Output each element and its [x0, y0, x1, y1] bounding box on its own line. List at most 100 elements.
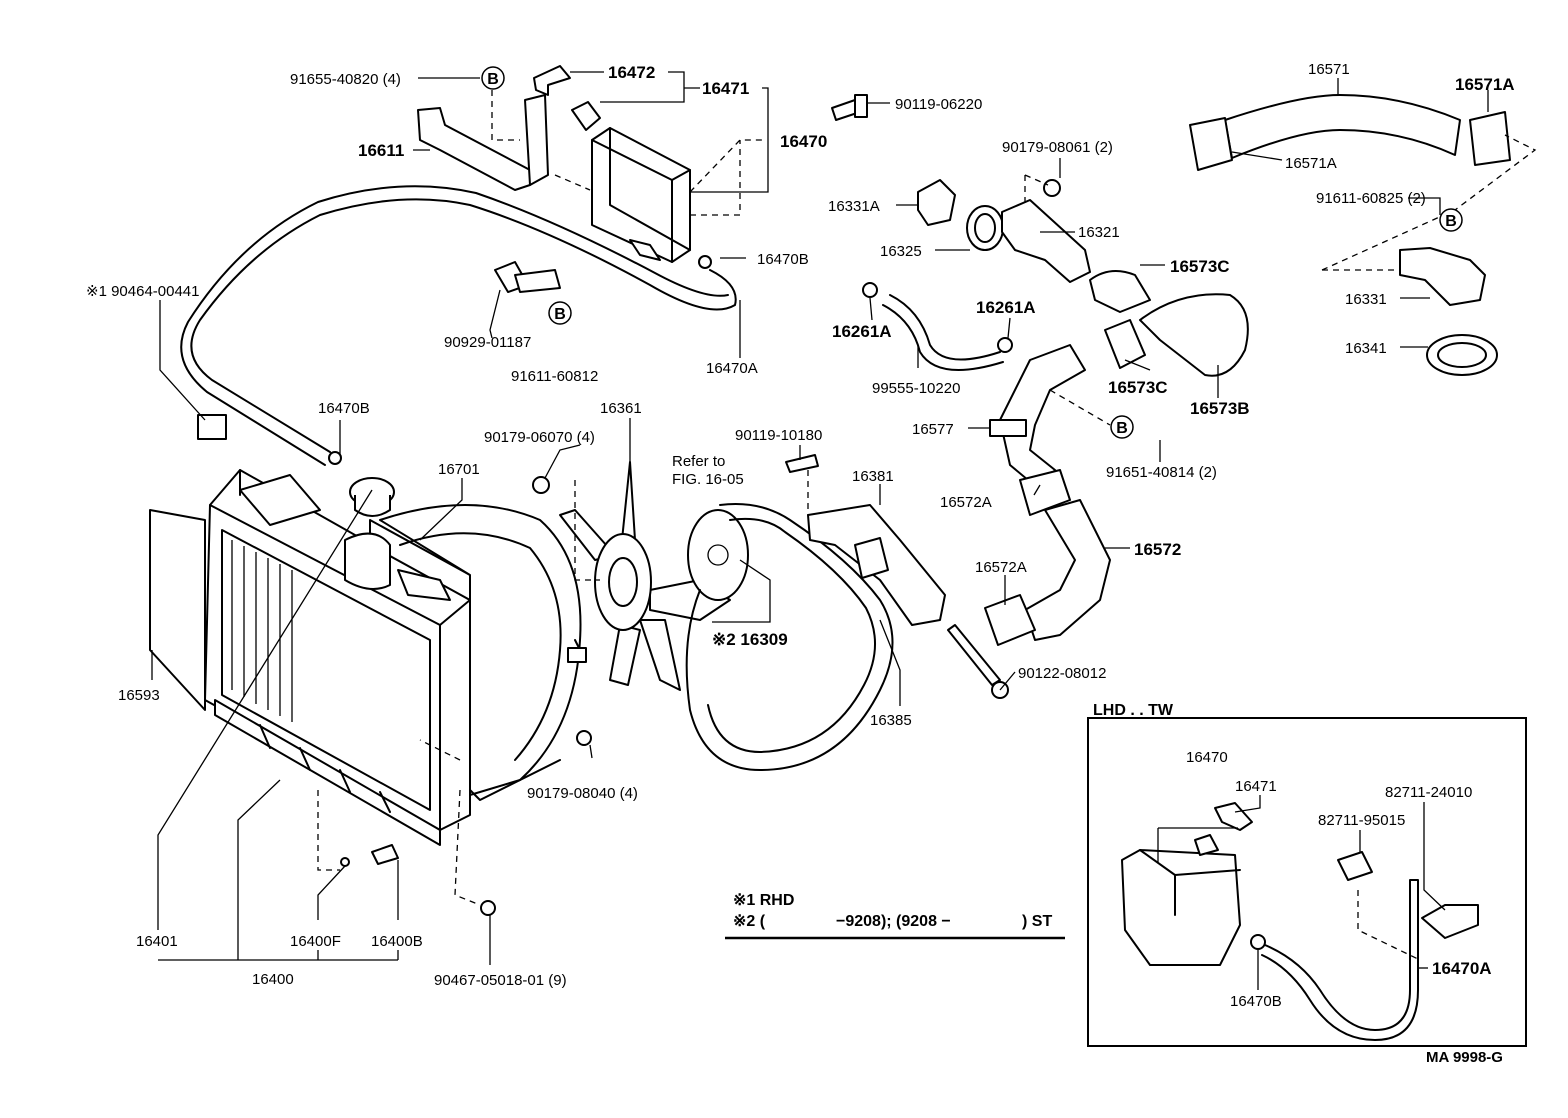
callout-label: 91611-60825 (2) — [1316, 190, 1426, 207]
marker-b-4: B — [1445, 213, 1457, 230]
callout-label: 16571 — [1308, 61, 1350, 78]
hose-16572 — [1024, 499, 1111, 641]
callout-label: 16572A — [940, 494, 992, 511]
note-rhd: ※1 RHD — [733, 892, 794, 909]
gasket-16341 — [1426, 334, 1498, 376]
callout-label: 90467-05018-01 (9) — [434, 972, 567, 989]
callout-label: 16470A — [706, 360, 758, 377]
callout-label: 16400 — [252, 971, 294, 988]
marker-b-3: B — [1116, 420, 1128, 437]
callout-label: 16385 — [870, 712, 912, 729]
callout-label: 16400F — [290, 933, 341, 950]
callout-label: 16321 — [1078, 224, 1120, 241]
callout-label: 16331A — [828, 198, 880, 215]
callout-label: 16261A — [832, 322, 892, 341]
nut-90179-06070 — [532, 476, 550, 494]
note-st-dates: −9208); (9208 − — [836, 913, 951, 930]
callouts: 91655-40820 (4) 16472 16471 90119-06220 … — [86, 61, 1515, 1010]
circle-b-marker: B — [1110, 415, 1134, 439]
callout-label: 91651-40814 (2) — [1106, 464, 1217, 481]
note-st-prefix: ※2 ( — [733, 913, 766, 930]
callout-label: 16577 — [912, 421, 954, 438]
callout-label: 16573B — [1190, 399, 1250, 418]
callout-label: ※2 16309 — [712, 630, 788, 649]
callout-label: 16401 — [136, 933, 178, 950]
overflow-hose-16470A — [190, 198, 737, 453]
marker-b-1: B — [487, 71, 499, 88]
nut-90179-08040 — [576, 730, 592, 746]
drain-16400B — [371, 844, 399, 865]
gasket-16325 — [966, 205, 1004, 251]
clamp-16573C-2 — [1104, 319, 1146, 369]
clamp-16572A — [1019, 469, 1071, 516]
callout-label: ※1 90464-00441 — [86, 283, 200, 300]
callout-label: 16470B — [1230, 993, 1282, 1010]
housing-16331 — [1399, 247, 1486, 306]
hose-16573B — [1139, 293, 1249, 377]
callout-label: 16571A — [1455, 75, 1515, 94]
bracket-16381 — [807, 504, 946, 626]
callout-label: 16470B — [318, 400, 370, 417]
clamp-16571A-2 — [1469, 111, 1511, 166]
callout-label: 90179-08061 (2) — [1002, 139, 1113, 156]
callout-label: 16571A — [1285, 155, 1337, 172]
callout-label: 16470 — [1186, 749, 1228, 766]
callout-label: 90929-01187 — [444, 334, 531, 351]
callout-label: 16325 — [880, 243, 922, 260]
clamp-16571A — [1189, 117, 1233, 171]
side-baffle-16593 — [149, 509, 206, 711]
thermostat-16331A — [917, 179, 956, 226]
bolt-90122-08012 — [947, 624, 1001, 686]
bolt-90119-06220 — [831, 94, 868, 121]
callout-label: 16593 — [118, 687, 160, 704]
callout-label: 16572A — [975, 559, 1027, 576]
gasket-16400F — [340, 857, 350, 867]
water-outlet-16321 — [1001, 199, 1091, 283]
dashed-lines — [317, 90, 1537, 961]
callout-label: 16471 — [702, 79, 749, 98]
clamp-90464-00441 — [197, 414, 227, 440]
callout-label: Refer to — [672, 453, 725, 470]
callout-label: 16381 — [852, 468, 894, 485]
inset-title: LHD . . TW — [1093, 702, 1174, 719]
marker-b-2: B — [554, 306, 566, 323]
clip-16261A-2 — [997, 337, 1013, 353]
callout-label: 16331 — [1345, 291, 1387, 308]
callout-label: 82711-95015 — [1318, 812, 1405, 829]
reservoir-16470 — [533, 65, 691, 263]
figure-code: MA 9998-G — [1426, 1049, 1503, 1066]
fan-shroud-16701 — [379, 504, 587, 801]
callout-label: 16701 — [438, 461, 480, 478]
hose-16577 — [999, 344, 1086, 491]
clip-16261A — [862, 282, 878, 298]
callout-label: 16470A — [1432, 959, 1492, 978]
hose-16472 — [533, 65, 571, 96]
fan-clutch-16309 — [687, 509, 749, 601]
circle-b-marker: B — [481, 66, 505, 90]
callout-label: 16361 — [600, 400, 642, 417]
callout-label: 16573C — [1170, 257, 1230, 276]
screw-90467-05018-01 — [480, 900, 496, 916]
callout-label: 16261A — [976, 298, 1036, 317]
callout-label: 99555-10220 — [872, 380, 960, 397]
callout-label: 16472 — [608, 63, 655, 82]
nut-90179-08061 — [1043, 179, 1061, 197]
callout-label: 90179-08040 (4) — [527, 785, 638, 802]
fan-16361 — [559, 461, 731, 691]
radiator-core — [149, 469, 471, 846]
v-belt-16385 — [685, 503, 894, 771]
callout-label: 16611 — [358, 141, 404, 160]
callout-label: 90179-06070 (4) — [484, 429, 595, 446]
callout-label: 16470 — [780, 132, 827, 151]
callout-label: 16470B — [757, 251, 809, 268]
clamp-16572A-2 — [984, 594, 1036, 646]
note-st-suffix: ) ST — [1022, 913, 1052, 930]
callout-label: FIG. 16-05 — [672, 471, 744, 488]
leader-lines — [151, 71, 1489, 965]
callout-label: 16572 — [1134, 540, 1181, 559]
callout-label: 82711-24010 — [1385, 784, 1472, 801]
clamp-16573C — [1089, 270, 1151, 313]
callout-label: 90122-08012 — [1018, 665, 1106, 682]
